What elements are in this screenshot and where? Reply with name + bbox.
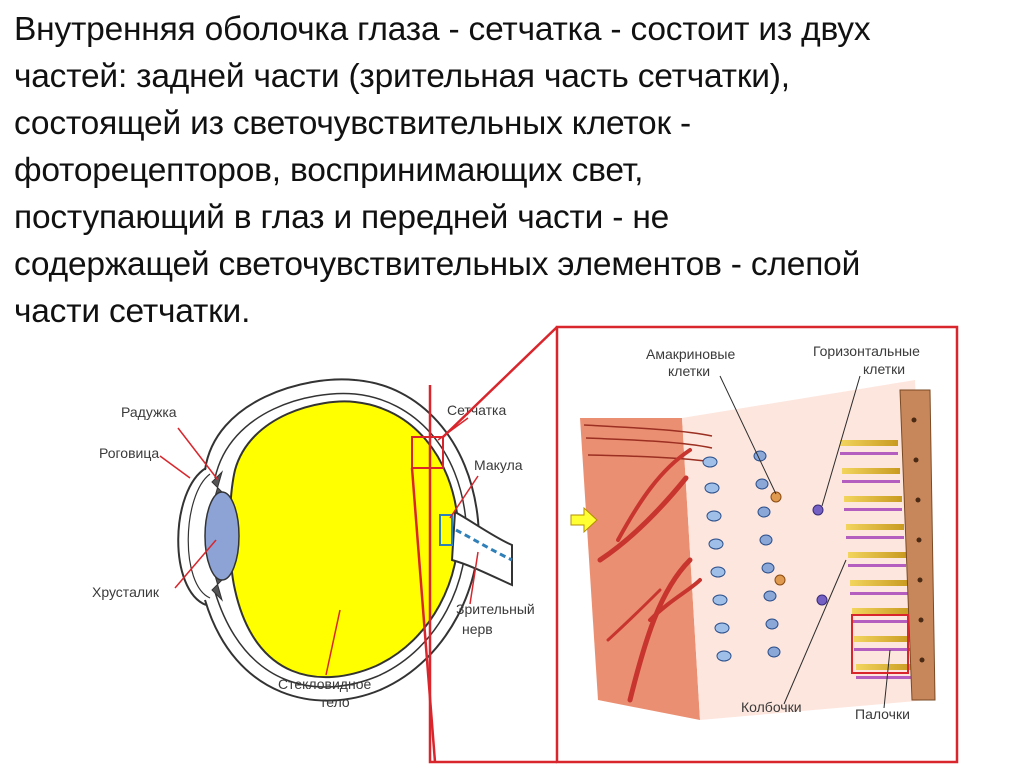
label-lens: Хрусталик (92, 584, 160, 600)
label-macula: Макула (474, 457, 523, 473)
label-amacrine-2: клетки (668, 363, 710, 379)
label-optic-nerve-1: Зрительный (456, 601, 535, 617)
lens (205, 492, 239, 580)
leader-iris (178, 428, 218, 480)
label-iris: Радужка (121, 404, 177, 420)
leader-cornea (160, 456, 190, 478)
eye-cross-section: Радужка Роговица Хрусталик Стекловидное … (92, 379, 535, 710)
label-horizontal-2: клетки (863, 361, 905, 377)
label-vitreous-1: Стекловидное (278, 676, 371, 692)
label-cornea: Роговица (99, 445, 159, 461)
label-optic-nerve-2: нерв (462, 621, 493, 637)
label-amacrine-1: Амакриновые (646, 346, 735, 362)
label-horizontal-1: Горизонтальные (813, 343, 920, 359)
retina-magnified-panel: Амакриновые клетки Горизонтальные клетки… (557, 327, 957, 762)
cornea (178, 468, 206, 605)
label-rods: Палочки (855, 706, 910, 722)
zoom-line-top (443, 327, 557, 437)
label-vitreous-2: тело (320, 694, 350, 710)
label-cones: Колбочки (741, 699, 802, 715)
